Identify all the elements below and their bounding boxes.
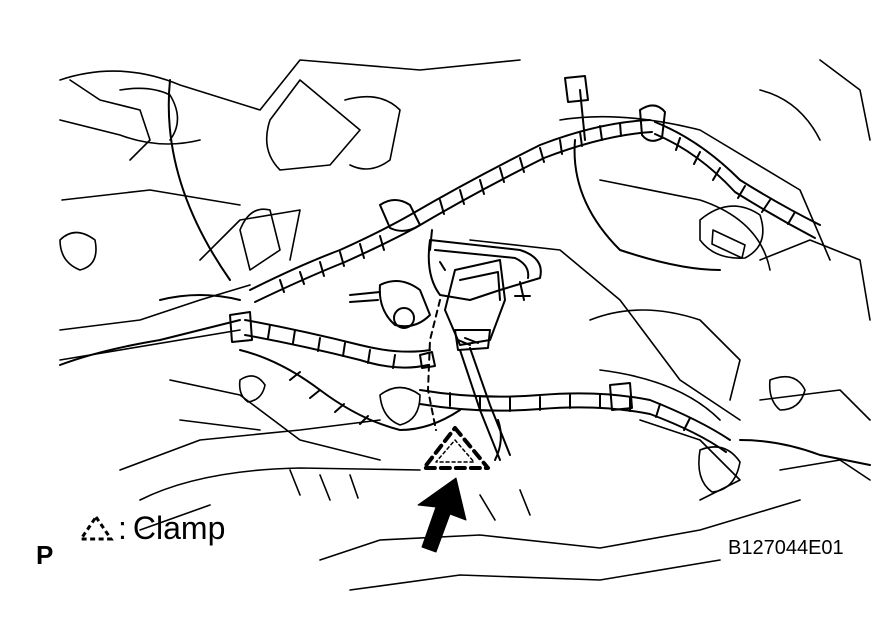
legend-separator: : [118,510,127,546]
legend: : Clamp [78,508,225,548]
legend-label-clamp: Clamp [132,510,226,546]
clamp-marker [422,426,490,470]
indicator-arrow [417,477,467,553]
dashed-triangle-clamp-icon [78,514,114,541]
figure-code: B127044E01 [728,537,844,559]
sensor-bracket [349,229,542,461]
harness-clips [229,75,666,411]
page-letter: P [36,540,54,570]
body-panel-outlines [59,59,871,591]
wire-harness-tubes [59,79,871,466]
